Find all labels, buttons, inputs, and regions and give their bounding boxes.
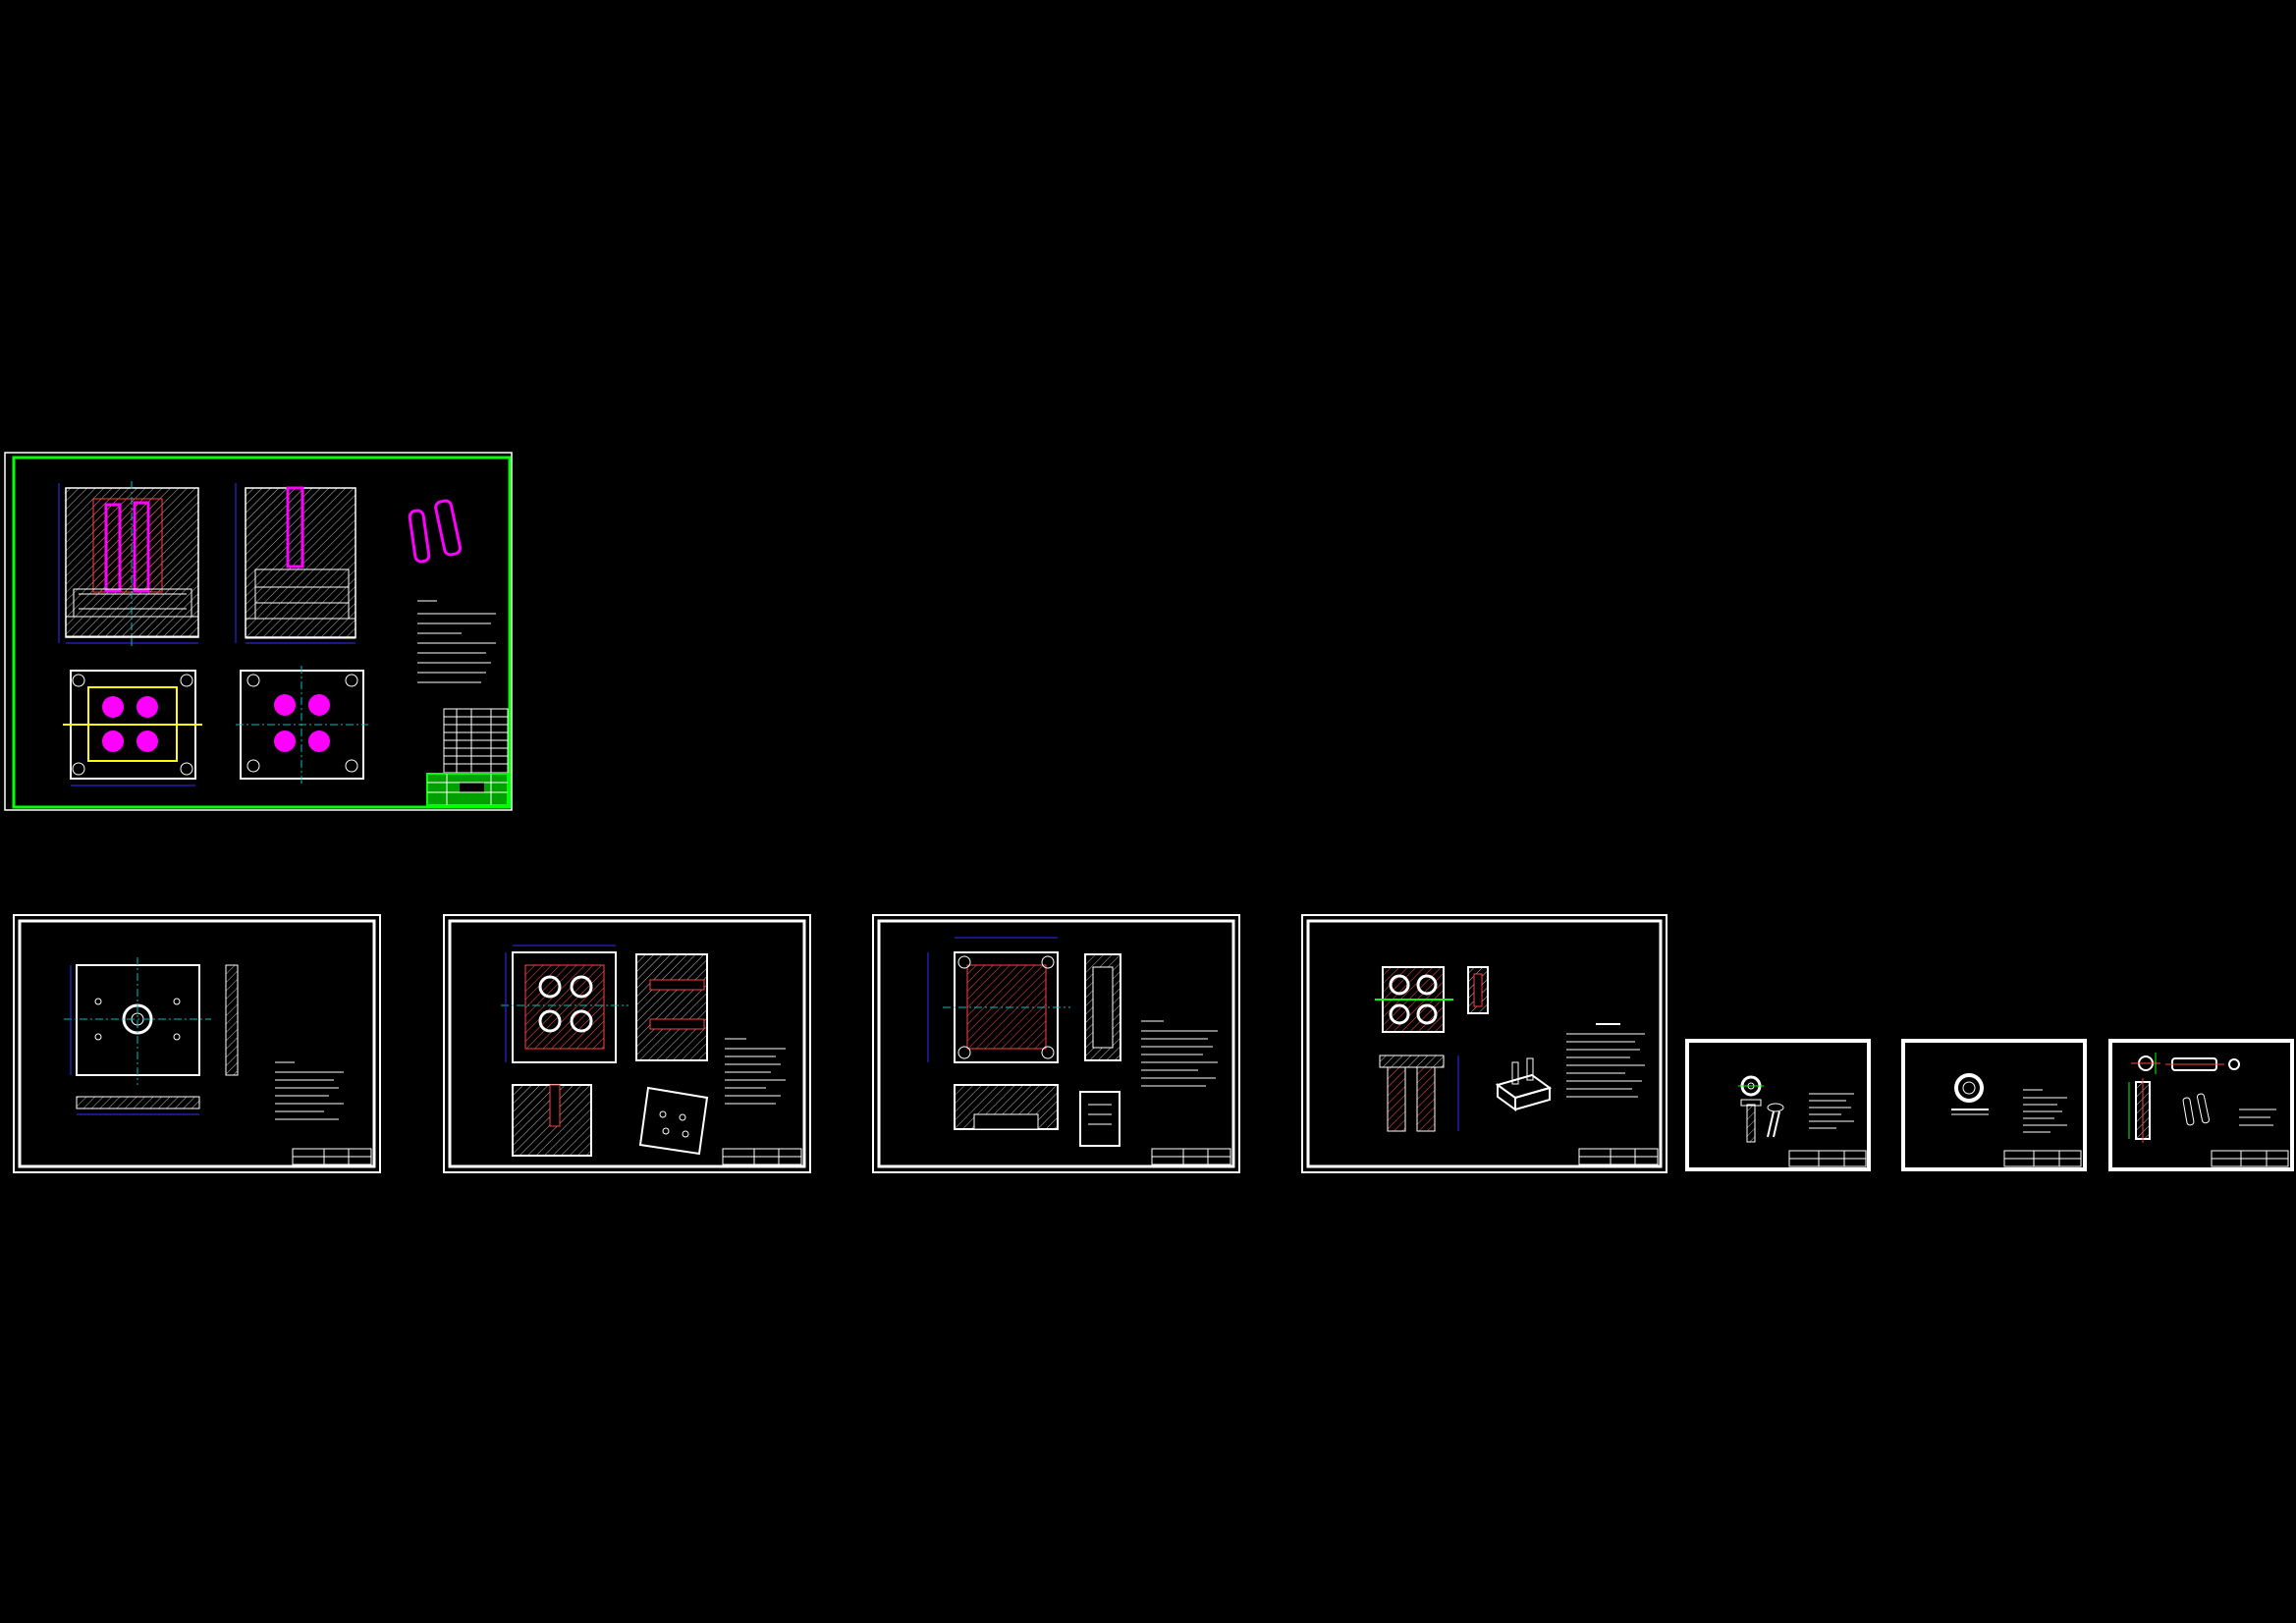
cavity-plate-section xyxy=(635,953,708,1061)
ring-part-view xyxy=(1951,1073,1989,1115)
plan-view-fixed-half xyxy=(63,670,202,786)
sheet-plate-1[interactable] xyxy=(13,914,381,1173)
title-block xyxy=(426,773,509,806)
sheet-inner-frame xyxy=(18,919,376,1168)
title-block xyxy=(722,1148,802,1165)
part-isometric xyxy=(1767,1103,1784,1138)
sheet-plate-3[interactable] xyxy=(872,914,1240,1173)
plan-view-moving-half xyxy=(236,666,368,784)
core-plate-side xyxy=(1084,953,1121,1061)
technical-notes xyxy=(417,600,496,683)
technical-notes xyxy=(1141,1020,1218,1087)
sheet-small-part-1[interactable] xyxy=(1685,1039,1871,1171)
part-top-view xyxy=(1738,1075,1764,1097)
title-block xyxy=(1151,1148,1231,1165)
title-block xyxy=(2003,1150,2082,1167)
sheet-product[interactable] xyxy=(2108,1039,2294,1171)
parts-list-table xyxy=(443,708,509,774)
sheet-outer-frame xyxy=(13,914,381,1173)
cavity-plate-plan xyxy=(501,945,629,1063)
product-side-view xyxy=(2165,1057,2240,1071)
core-plate-plan xyxy=(927,937,1070,1063)
plate-bottom-view xyxy=(76,1096,200,1115)
cavity-plate-isometric xyxy=(638,1086,709,1156)
sheet-frame xyxy=(1685,1039,1871,1171)
insert-section-view xyxy=(1379,1055,1459,1132)
insert-plan-view xyxy=(1375,966,1453,1033)
technical-notes xyxy=(2023,1089,2067,1133)
title-block xyxy=(292,1148,372,1165)
section-view-front xyxy=(58,481,199,648)
sheet-outer-frame xyxy=(4,452,513,811)
sheet-core-insert[interactable] xyxy=(1301,914,1667,1173)
product-section-view xyxy=(2128,1078,2151,1143)
sheet-frame xyxy=(1901,1039,2087,1171)
core-plate-detail xyxy=(1079,1091,1121,1147)
sheet-outer-frame xyxy=(443,914,811,1173)
sheet-inner-frame xyxy=(877,919,1235,1168)
technical-notes xyxy=(275,1061,344,1120)
technical-notes xyxy=(2239,1109,2276,1126)
core-plate-bottom-section xyxy=(954,1084,1059,1130)
product-part-preview xyxy=(408,499,463,564)
sheet-frame xyxy=(2108,1039,2294,1171)
title-block xyxy=(2211,1150,2289,1167)
technical-notes xyxy=(1566,1023,1645,1098)
technical-notes xyxy=(1809,1093,1854,1129)
insert-isometric xyxy=(1495,1057,1553,1111)
plate-plan-view xyxy=(64,957,211,1085)
sheet-assembly[interactable] xyxy=(4,452,513,811)
section-view-side xyxy=(235,483,356,644)
insert-side-view xyxy=(1467,966,1489,1014)
sheet-inner-frame xyxy=(448,919,806,1168)
sheet-outer-frame xyxy=(872,914,1240,1173)
technical-notes xyxy=(725,1038,786,1105)
title-block xyxy=(1788,1150,1867,1167)
part-front-view xyxy=(1740,1099,1762,1143)
plate-side-view xyxy=(225,964,239,1076)
sheet-outer-frame xyxy=(1301,914,1667,1173)
title-block xyxy=(1578,1148,1659,1165)
product-top-view xyxy=(2131,1053,2160,1074)
product-isometric xyxy=(2182,1093,2210,1126)
cavity-plate-bottom-section xyxy=(512,1084,592,1157)
sheet-plate-2[interactable] xyxy=(443,914,811,1173)
sheet-inner-frame xyxy=(12,456,512,809)
sheet-small-part-2[interactable] xyxy=(1901,1039,2087,1171)
sheet-inner-frame xyxy=(1306,919,1663,1168)
